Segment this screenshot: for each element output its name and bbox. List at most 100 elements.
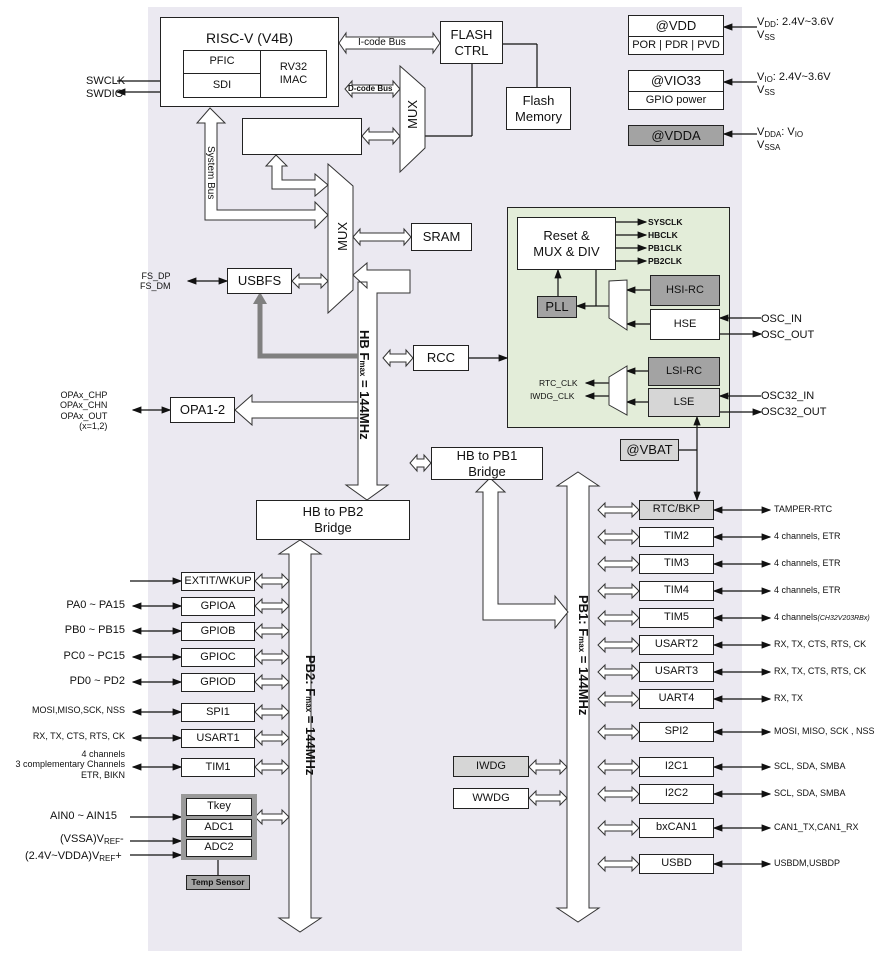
bus-connector: [597, 785, 640, 803]
bus-connector: [352, 227, 412, 247]
vdda-block: @VDDA: [628, 125, 724, 146]
pb1-peripheral-signal: RX, TX, CTS, RTS, CK: [774, 666, 867, 676]
hb-bus-label: HB Fmax = 144MHz: [357, 330, 372, 440]
pb1-peripheral-name: I2C2: [664, 787, 689, 800]
hb-pb2-bridge-label: HB to PB2 Bridge: [302, 504, 364, 535]
pb2-bus-label: PB2: Fmax = 144MHz: [303, 655, 318, 776]
system-bus-label: System Bus: [205, 146, 216, 200]
ain-pins: AIN0 ~ AIN15: [50, 810, 117, 822]
temp-sensor-label: Temp Sensor: [191, 877, 245, 888]
pb1-peripheral-name: SPI2: [664, 725, 689, 738]
vdd-title: @VDD: [655, 18, 697, 34]
tkey-block: Tkey: [186, 798, 252, 816]
wwdg-block: WWDG: [453, 788, 529, 809]
bus-connector: [597, 690, 640, 708]
sdi-label: SDI: [212, 78, 232, 91]
blank-to-mux-bus: [264, 154, 329, 198]
pb1-bridge-bus: [474, 477, 569, 630]
usbfs-pins: FS_DP FS_DM: [140, 271, 171, 292]
bus-connector: [597, 663, 640, 681]
clock-output-hbclk: HBCLK: [648, 230, 678, 240]
adc2-label: ADC2: [204, 841, 234, 854]
pb1-peripheral-block: SPI2: [639, 722, 714, 742]
lse-block: LSE: [648, 388, 720, 417]
swdio-pin: SWDIO: [86, 88, 124, 100]
wwdg-label: WWDG: [472, 791, 510, 804]
usb-arrowhead: [253, 292, 267, 304]
sram-block: SRAM: [411, 223, 472, 251]
pb1-peripheral-signal: RX, TX, CTS, RTS, CK: [774, 639, 867, 649]
flash-memory-label: Flash Memory: [515, 92, 562, 124]
pb2-peripheral-name: SPI1: [206, 705, 230, 718]
pb2-peripheral-name: GPIOD: [200, 675, 236, 688]
pb2-peripheral-block: GPIOC: [181, 648, 255, 667]
pb1-peripheral-name: USART3: [654, 665, 699, 678]
pb1-peripheral-block: TIM4: [639, 581, 714, 601]
pb1-bus: [555, 471, 601, 923]
mux-top-label: MUX: [405, 100, 420, 129]
pb1-peripheral-block: I2C2: [639, 784, 714, 804]
hb-pb1-bridge: HB to PB1 Bridge: [431, 447, 543, 480]
bus-connector: [597, 855, 640, 873]
flash-memory-block: Flash Memory: [506, 87, 571, 130]
reset-mux-label: Reset & MUX & DIV: [533, 227, 600, 259]
bus-connector: [361, 126, 401, 146]
lsi-rc-block: LSI-RC: [648, 357, 720, 386]
iwdg-clk-label: IWDG_CLK: [530, 391, 575, 401]
adc2-block: ADC2: [186, 839, 252, 857]
pb1-peripheral-block: I2C1: [639, 757, 714, 777]
pb1-peripheral-name: TIM4: [663, 584, 690, 597]
vio-sub-block: GPIO power: [628, 91, 724, 110]
opa-pin: OPAx_OUT: [60, 410, 108, 421]
vbat-block: @VBAT: [620, 439, 679, 461]
reset-mux-div-block: Reset & MUX & DIV: [517, 217, 616, 270]
pb1-peripheral-name: USART2: [654, 638, 699, 651]
pb2-peripheral-block: GPIOB: [181, 622, 255, 641]
bus-connector: [409, 453, 432, 473]
clock-output-pb2clk: PB2CLK: [648, 256, 683, 266]
core-label: RV32 IMAC: [279, 60, 308, 86]
pb1-peripheral-block: USART2: [639, 635, 714, 655]
icode-bus-label: I-code Bus: [358, 37, 406, 48]
pb1-peripheral-block: RTC/BKP: [639, 500, 714, 520]
rtc-clk-label: RTC_CLK: [539, 378, 578, 388]
bus-connector: [254, 673, 290, 691]
bus-connector: [597, 609, 640, 627]
pb1-peripheral-name: UART4: [658, 692, 695, 705]
usb-hb-link: [257, 298, 358, 359]
cpu-title: RISC-V (V4B): [205, 30, 294, 46]
pb1-peripheral-signal: MOSI, MISO, SCK , NSS: [774, 726, 875, 736]
bus-connector: [291, 272, 329, 290]
pb1-peripheral-signal: 4 channels(CH32V203RBx): [774, 612, 870, 622]
opa-block: OPA1-2: [170, 397, 235, 423]
pb1-peripheral-name: TIM3: [663, 557, 690, 570]
pb1-peripheral-name: bxCAN1: [656, 821, 697, 834]
hb-bus: [344, 261, 411, 501]
dcode-bus-label: D-code Bus: [348, 84, 393, 93]
bus-connector: [597, 636, 640, 654]
pb2-peripheral-name: EXTIT/WKUP: [184, 574, 252, 587]
pb1-peripheral-block: USBD: [639, 854, 714, 874]
bus-connector: [254, 808, 290, 826]
bus-connector: [254, 648, 290, 666]
vdda-title: @VDDA: [651, 127, 701, 143]
osc-in-pin: OSC_IN: [761, 313, 802, 325]
vio-sub: GPIO power: [645, 93, 707, 106]
pb2-peripheral-block: GPIOA: [181, 597, 255, 616]
bus-connector: [528, 789, 568, 807]
bus-connector: [597, 555, 640, 573]
bus-connector: [254, 622, 290, 640]
pb1-peripheral-block: TIM2: [639, 527, 714, 547]
lsi-label: LSI-RC: [665, 364, 703, 377]
bus-connector: [597, 758, 640, 776]
pb2-peripheral-block: SPI1: [181, 703, 255, 722]
flash-ctrl-label: FLASH CTRL: [450, 26, 493, 58]
vref-minus: (VSSA)VREF-: [60, 833, 124, 846]
iwdg-label: IWDG: [476, 759, 506, 772]
pb1-peripheral-signal: 4 channels, ETR: [774, 558, 841, 568]
bus-connector: [254, 597, 290, 615]
